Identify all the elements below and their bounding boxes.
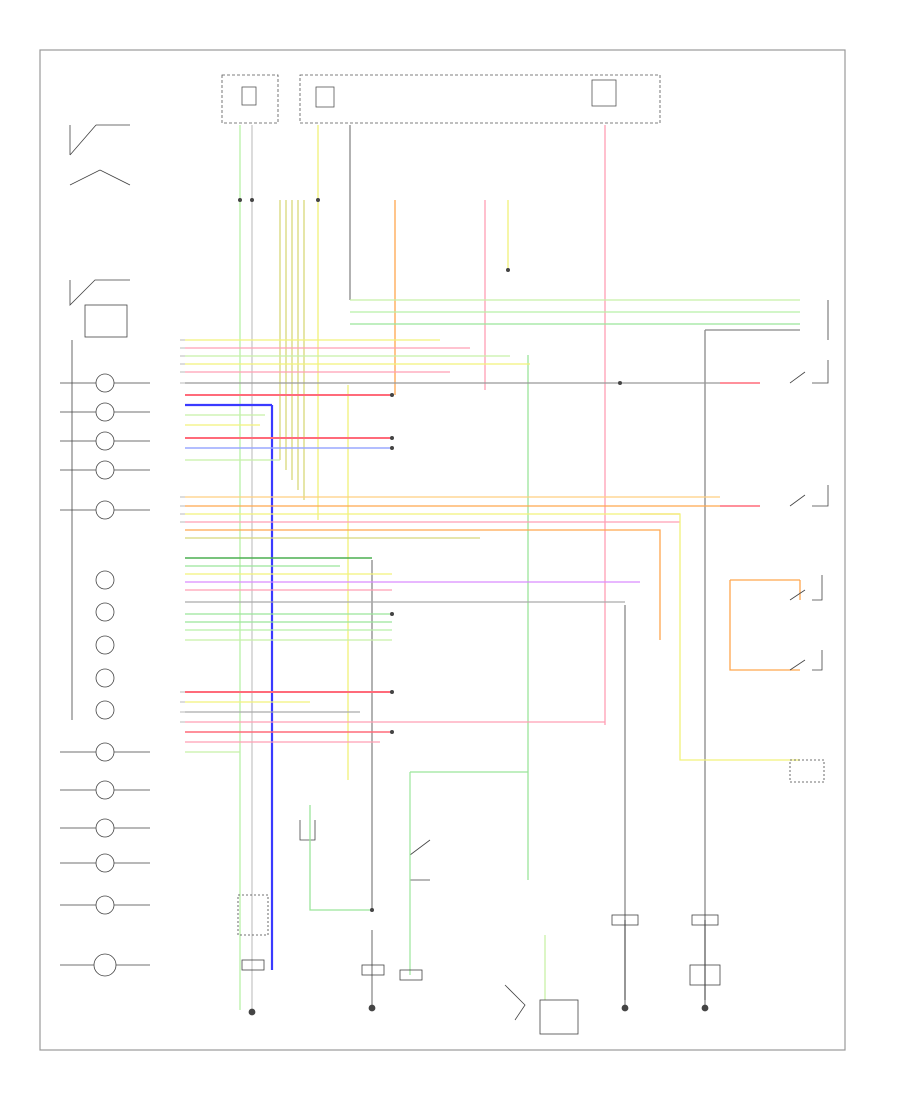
switch-icon (69, 279, 130, 306)
module-box (84, 304, 128, 338)
module-box (789, 759, 825, 783)
indicator-lamp-icon (95, 895, 115, 915)
bottom-components (237, 772, 721, 1035)
harness-horizontal-wires-group-3 (185, 691, 605, 773)
left-indicator-column (60, 124, 150, 977)
right-switch-column (789, 360, 829, 783)
indicator-lamp-icon (95, 853, 115, 873)
switch-icon (69, 169, 131, 186)
ground-icon (248, 1008, 256, 1016)
switch-icon (789, 360, 829, 384)
indicator-lamp-icon (95, 373, 115, 393)
fuse-block-left (221, 74, 279, 124)
indicator-lamp-icon (95, 668, 115, 688)
switch-icon (69, 124, 130, 156)
connector-pin-ticks (180, 339, 185, 723)
indicator-lamp-icon (95, 635, 115, 655)
module-box (539, 999, 579, 1035)
connector-icon (361, 964, 385, 976)
sender-icon (299, 820, 316, 841)
sensor-icon (504, 984, 526, 1021)
indicator-lamp-icon (95, 402, 115, 422)
harness-horizontal-wires-group-1 (185, 299, 800, 461)
switch-icon (409, 839, 431, 881)
indicator-lamp-icon (95, 742, 115, 762)
diagram-frame (39, 49, 846, 1051)
sensor-box (237, 894, 269, 936)
connector-icon (241, 959, 265, 971)
indicator-lamp-icon (95, 780, 115, 800)
right-side-wiring (600, 300, 829, 761)
indicator-lamp-icon (95, 570, 115, 590)
fuse-block-main (299, 74, 661, 124)
indicator-lamp-icon (95, 700, 115, 720)
switch-icon (789, 650, 823, 671)
indicator-lamp-icon (95, 602, 115, 622)
junction-dots (238, 198, 622, 912)
indicator-lamp-icon (95, 431, 115, 451)
harness-horizontal-wires-group-2 (185, 496, 760, 641)
indicator-lamp-icon (95, 500, 115, 520)
indicator-lamp-icon (95, 818, 115, 838)
indicator-lamp-icon (95, 460, 115, 480)
connector-icon (399, 969, 423, 981)
indicator-lamp-icon (93, 953, 117, 977)
switch-icon (789, 575, 823, 601)
switch-icon (789, 485, 829, 507)
